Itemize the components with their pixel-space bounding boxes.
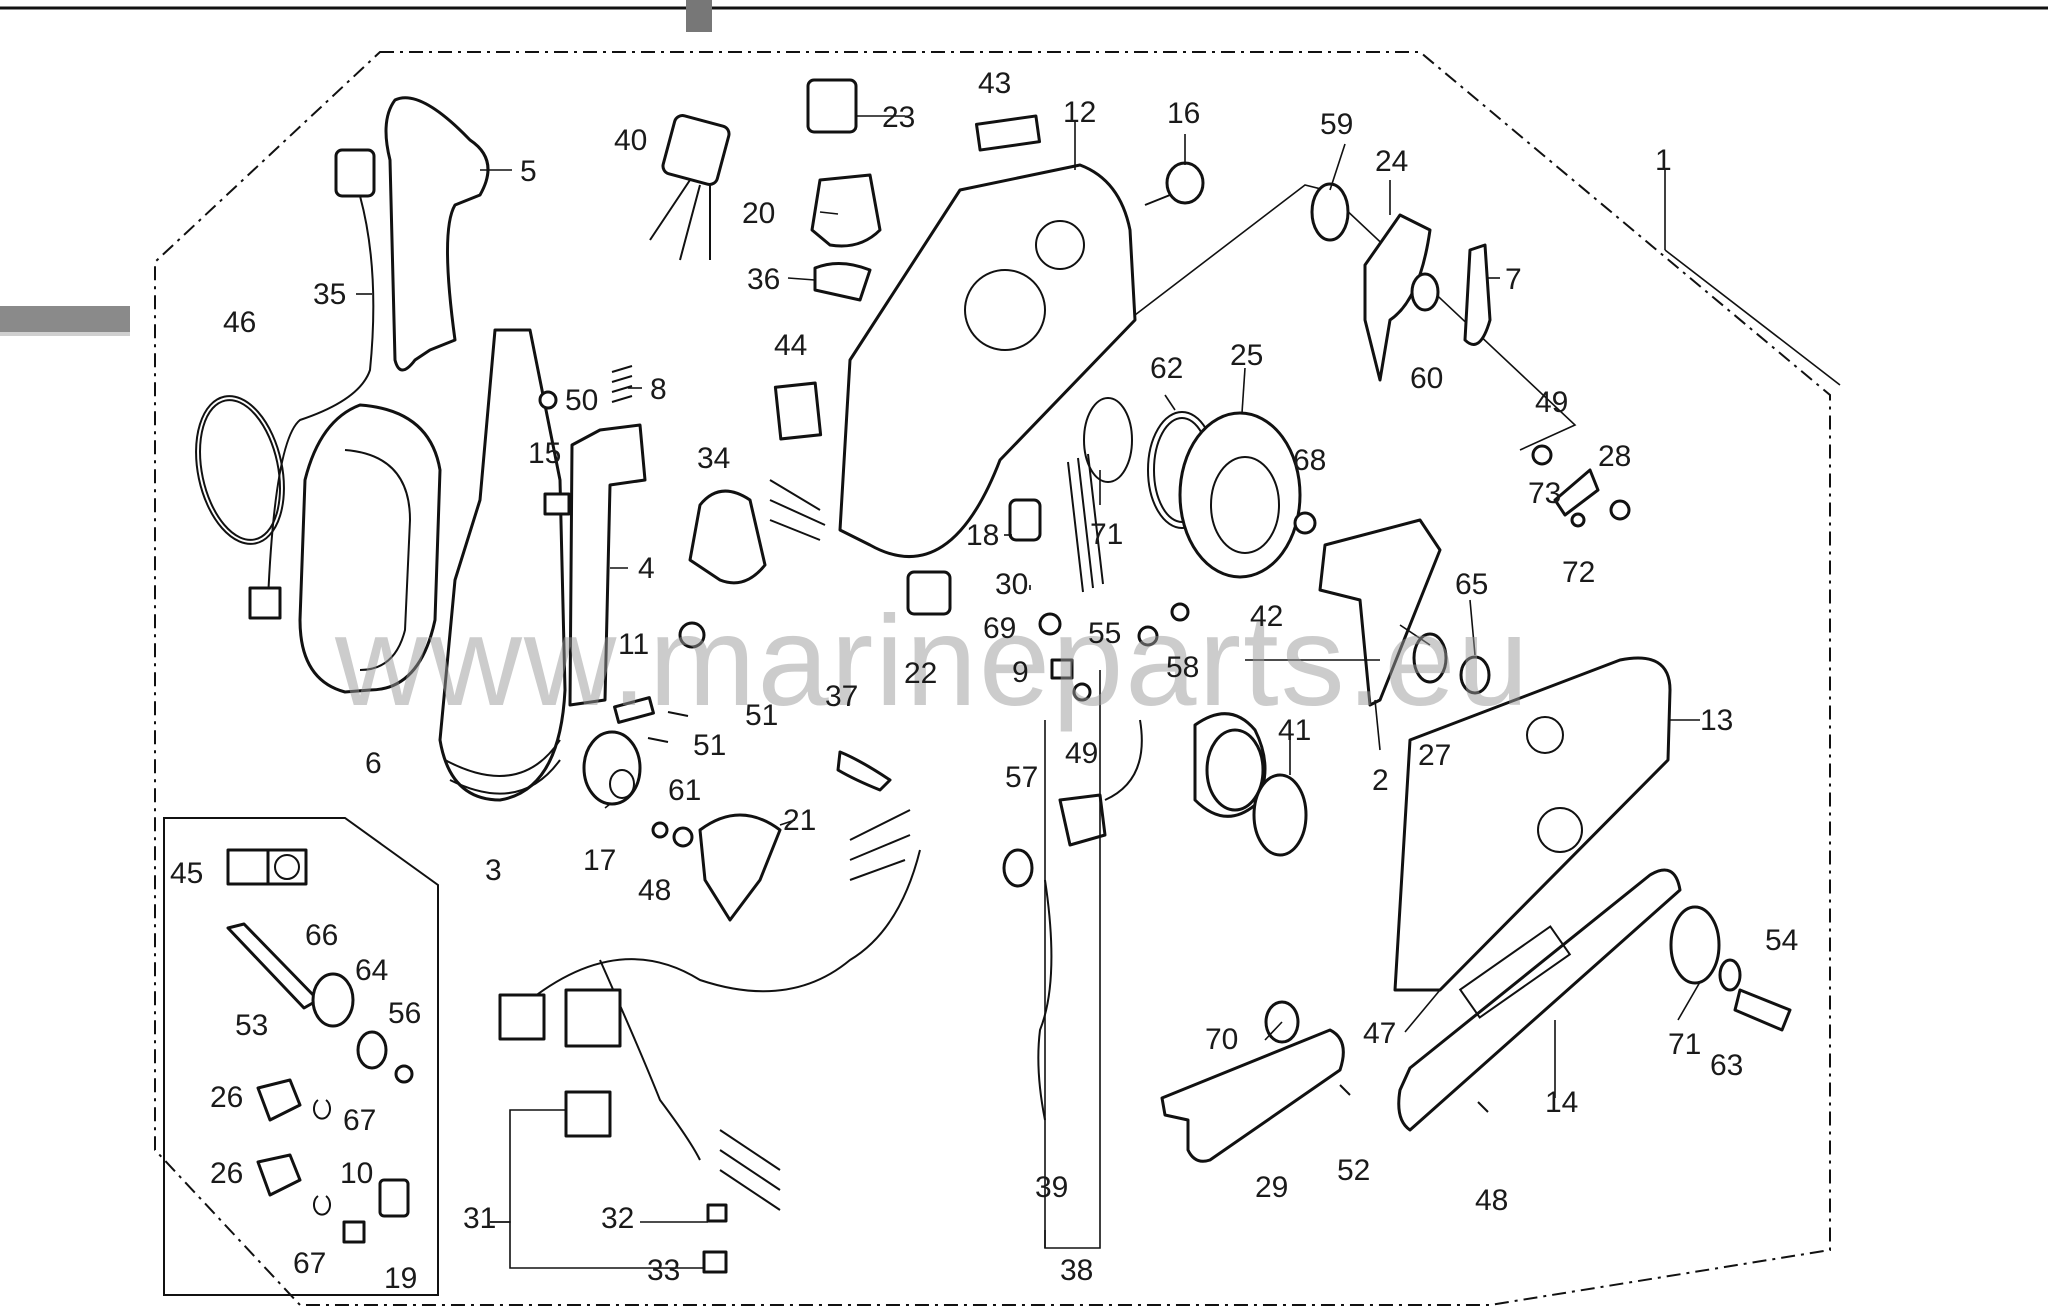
part-label: 26 — [210, 1081, 243, 1114]
part-label: 73 — [1528, 477, 1561, 510]
part-label: 39 — [1035, 1171, 1068, 1204]
part-label: 54 — [1765, 924, 1798, 957]
part-label: 18 — [966, 519, 999, 552]
part-labels: 1 2 3 4 5 6 7 8 9 10 11 12 13 14 15 16 1… — [170, 67, 1798, 1295]
part-label: 66 — [305, 919, 338, 952]
part-label: 37 — [825, 680, 858, 713]
part-label: 15 — [528, 437, 561, 470]
part-label: 16 — [1167, 97, 1200, 130]
part-label: 43 — [978, 67, 1011, 100]
part-label: 41 — [1278, 714, 1311, 747]
group-1-bracket — [1134, 184, 1577, 451]
page-header-decoration — [0, 0, 2048, 336]
part-label: 38 — [1060, 1254, 1093, 1287]
part-label: 33 — [647, 1254, 680, 1287]
part-label: 44 — [774, 329, 807, 362]
part-label: 59 — [1320, 108, 1353, 141]
part-label: 11 — [618, 628, 649, 661]
leader-lines — [356, 115, 1701, 1269]
part-label: 17 — [583, 844, 616, 877]
part-label: 29 — [1255, 1171, 1288, 1204]
part-label: 31 — [463, 1202, 496, 1235]
part-label: 27 — [1418, 739, 1451, 772]
inset-parts-box — [163, 817, 439, 1296]
part-label: 61 — [668, 774, 701, 807]
part-label: 36 — [747, 263, 780, 296]
part-label: 53 — [235, 1009, 268, 1042]
part-label: 51 — [745, 699, 778, 732]
part-label: 68 — [1293, 444, 1326, 477]
part-label: 1 — [1655, 144, 1672, 177]
part-label: 57 — [1005, 761, 1038, 794]
part-label: 30 — [995, 568, 1028, 601]
part-label: 64 — [355, 954, 388, 987]
part-label: 60 — [1410, 362, 1443, 395]
part-label: 67 — [293, 1247, 326, 1280]
part-label: 12 — [1063, 96, 1096, 129]
part-label: 21 — [783, 804, 816, 837]
part-label: 34 — [697, 442, 730, 475]
part-label: 70 — [1205, 1023, 1238, 1056]
part-label: 56 — [388, 997, 421, 1030]
part-label: 49 — [1535, 386, 1568, 419]
part-label: 46 — [223, 306, 256, 339]
part-label: 71 — [1090, 518, 1123, 551]
part-label: 47 — [1363, 1017, 1396, 1050]
part-label: 2 — [1372, 764, 1389, 797]
part-label: 14 — [1545, 1086, 1578, 1119]
part-label: 50 — [565, 384, 598, 417]
part-label: 10 — [340, 1157, 373, 1190]
part-label: 45 — [170, 857, 203, 890]
part-label: 26 — [210, 1157, 243, 1190]
part-label: 19 — [384, 1262, 417, 1295]
part-label: 32 — [601, 1202, 634, 1235]
part-label: 22 — [904, 657, 937, 690]
part-label: 7 — [1505, 263, 1522, 296]
part-label: 4 — [638, 552, 655, 585]
part-label: 42 — [1250, 600, 1283, 633]
part-label: 63 — [1710, 1049, 1743, 1082]
part-label: 23 — [882, 101, 915, 134]
part-label: 48 — [1475, 1184, 1508, 1217]
part-label: 58 — [1166, 651, 1199, 684]
part-label: 3 — [485, 854, 502, 887]
part-label: 20 — [742, 197, 775, 230]
part-label: 9 — [1012, 656, 1029, 689]
watermark: www.marineparts.eu — [334, 590, 1531, 733]
part-label: 6 — [365, 747, 382, 780]
part-label: 49 — [1065, 737, 1098, 770]
parts-artwork — [195, 78, 1792, 1274]
part-label: 13 — [1700, 704, 1733, 737]
part-label: 48 — [638, 874, 671, 907]
part-label: 65 — [1455, 568, 1488, 601]
part-label: 52 — [1337, 1154, 1370, 1187]
part-label: 71 — [1668, 1028, 1701, 1061]
part-label: 69 — [983, 612, 1016, 645]
part-label: 25 — [1230, 339, 1263, 372]
part-label: 62 — [1150, 352, 1183, 385]
part-label: 51 — [693, 729, 726, 762]
part-label: 55 — [1088, 617, 1121, 650]
part-label: 67 — [343, 1104, 376, 1137]
main-assembly-boundary — [154, 51, 1831, 1306]
part-label: 5 — [520, 155, 537, 188]
part-label: 8 — [650, 373, 667, 406]
part-label: 28 — [1598, 440, 1631, 473]
part-label: 40 — [614, 124, 647, 157]
part-label: 24 — [1375, 145, 1408, 178]
part-label: 35 — [313, 278, 346, 311]
part-label: 72 — [1562, 556, 1595, 589]
